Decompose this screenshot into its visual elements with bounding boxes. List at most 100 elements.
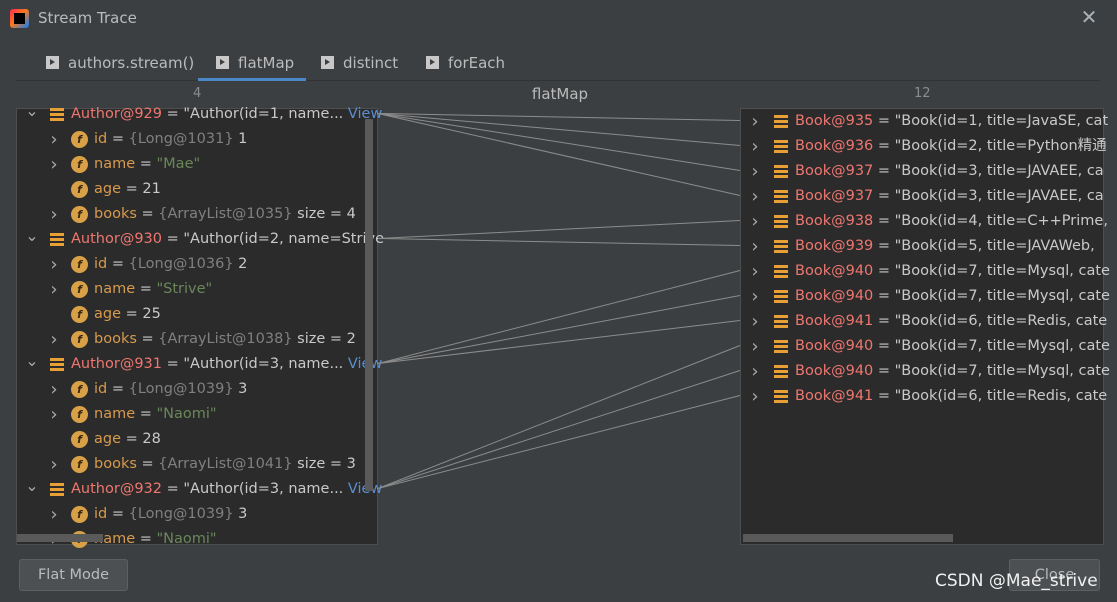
horizontal-scrollbar[interactable] [743,534,953,542]
object-name: Book@937 [795,188,874,204]
expand-chevron-icon[interactable] [748,359,762,384]
field-value: age = 25 [94,302,161,327]
expand-chevron-icon[interactable] [47,127,61,152]
close-window-icon[interactable]: ✕ [1080,5,1098,29]
tab-authors-stream[interactable]: authors.stream() [46,48,194,78]
tree-object-row[interactable]: Book@937 = "Book(id=3, title=JAVAEE, ca [741,184,1104,209]
collapse-chevron-icon[interactable] [25,227,39,252]
field-value: id = {Long@1039} 3 [94,502,247,527]
expand-chevron-icon[interactable] [748,159,762,184]
tree-object-row[interactable]: Book@935 = "Book(id=1, title=JavaSE, cat [741,109,1108,134]
tree-object-row[interactable]: Book@941 = "Book(id=6, title=Redis, cate [741,384,1107,409]
tree-object-row[interactable]: Author@929 = "Author(id=1, name... View [17,102,382,127]
collapse-chevron-icon[interactable] [25,352,39,377]
tree-field-row[interactable]: fid = {Long@1031} 1 [17,127,365,152]
object-stack-icon [774,365,788,378]
field-name: name [94,281,136,297]
field-value: books = {ArrayList@1041} size = 3 [94,452,356,477]
tree-field-row[interactable]: fid = {Long@1039} 3 [17,377,365,402]
tree-object-row[interactable]: Book@940 = "Book(id=7, title=Mysql, cate [741,359,1110,384]
operation-label: flatMap [531,85,589,103]
tree-field-row[interactable]: fid = {Long@1039} 3 [17,502,365,527]
tree-object-row[interactable]: Book@940 = "Book(id=7, title=Mysql, cate [741,259,1110,284]
expand-chevron-icon[interactable] [47,152,61,177]
field-val: 2 [233,256,248,272]
expand-chevron-icon[interactable] [47,452,61,477]
tree-object-row[interactable]: Author@932 = "Author(id=3, name... View [17,477,382,502]
expand-chevron-icon[interactable] [47,502,61,527]
expand-chevron-icon[interactable] [748,234,762,259]
view-link[interactable]: View [343,356,383,372]
tree-object-row[interactable]: Book@940 = "Book(id=7, title=Mysql, cate [741,334,1110,359]
expand-chevron-icon[interactable] [748,134,762,159]
expand-chevron-icon[interactable] [47,252,61,277]
collapse-chevron-icon[interactable] [25,477,39,502]
tree-object-row[interactable]: Author@930 = "Author(id=2, name=Strive [17,227,384,252]
expand-chevron-icon[interactable] [47,327,61,352]
tree-object-row[interactable]: Book@939 = "Book(id=5, title=JAVAWeb, [741,234,1103,259]
tab-foreach[interactable]: forEach [426,48,505,78]
object-stack-icon [50,233,64,246]
expand-chevron-icon[interactable] [748,109,762,134]
field-name: age [94,431,122,447]
field-f-icon: f [71,131,88,148]
mapping-line [377,395,741,489]
close-button[interactable]: Close [1009,559,1100,591]
tree-object-row[interactable]: Book@937 = "Book(id=3, title=JAVAEE, ca [741,159,1104,184]
expand-chevron-icon[interactable] [47,377,61,402]
view-link[interactable]: View [343,106,383,122]
expand-chevron-icon[interactable] [748,184,762,209]
object-name: Book@941 [795,388,874,404]
field-val: size = 2 [292,331,356,347]
view-link[interactable]: View [343,481,383,497]
expand-chevron-icon[interactable] [748,284,762,309]
field-f-icon: f [71,456,88,473]
input-values-panel[interactable]: Author@929 = "Author(id=1, name... Viewf… [16,106,384,548]
object-stack-icon [774,240,788,253]
expand-chevron-icon[interactable] [748,384,762,409]
tab-distinct[interactable]: distinct [321,48,398,78]
expand-chevron-icon[interactable] [748,209,762,234]
expand-chevron-icon[interactable] [748,309,762,334]
collapse-chevron-icon[interactable] [25,102,39,127]
field-equals: = [107,256,129,272]
field-f-icon: f [71,156,88,173]
horizontal-scrollbar[interactable] [17,534,103,542]
field-value: age = 28 [94,427,161,452]
tree-object-row[interactable]: Book@940 = "Book(id=7, title=Mysql, cate [741,284,1110,309]
tree-field-row[interactable]: f books = {ArrayList@1041} size = 3 [17,452,365,477]
tree-object-row[interactable]: Book@941 = "Book(id=6, title=Redis, cate [741,309,1107,334]
tree-field-row[interactable]: fid = {Long@1036} 2 [17,252,365,277]
output-values-panel[interactable]: Book@935 = "Book(id=1, title=JavaSE, cat… [740,108,1110,545]
expand-chevron-icon[interactable] [47,277,61,302]
expand-chevron-icon[interactable] [47,202,61,227]
tree-object-row[interactable]: Book@938 = "Book(id=4, title=C++Prime, [741,209,1108,234]
mapping-line [377,238,741,246]
object-name: Book@941 [795,313,874,329]
field-val: size = 4 [292,206,356,222]
object-stack-icon [774,290,788,303]
expand-chevron-icon[interactable] [47,402,61,427]
object-string: = "Book(id=1, title=JavaSE, cat [873,113,1109,129]
object-name: Book@938 [795,213,874,229]
tree-object-row[interactable]: Book@936 = "Book(id=2, title=Python精通 [741,134,1107,159]
field-type: {Long@1036} [128,256,234,272]
expand-chevron-icon[interactable] [748,259,762,284]
mapping-line [377,113,741,196]
expand-chevron-icon[interactable] [748,334,762,359]
flat-mode-button[interactable]: Flat Mode [19,559,128,591]
tree-object-row[interactable]: Author@931 = "Author(id=3, name... View [17,352,382,377]
tab-flatmap[interactable]: flatMap [197,48,307,81]
object-string: = "Author(id=3, name... [162,356,344,372]
vertical-scrollbar[interactable] [365,119,373,491]
object-stack-icon [774,190,788,203]
